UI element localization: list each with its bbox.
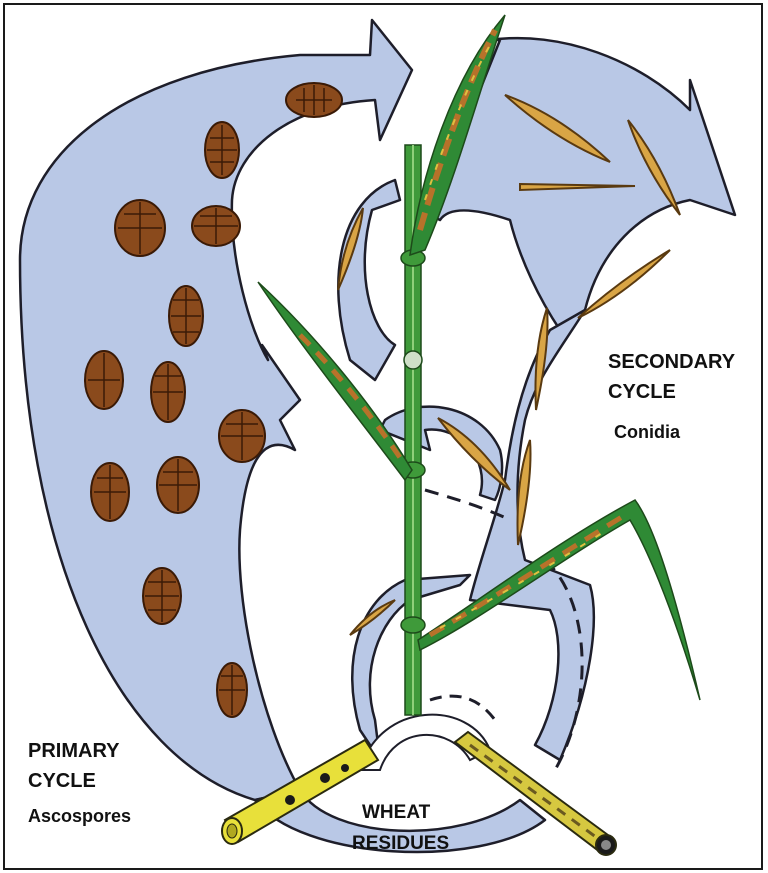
ascospore — [143, 568, 181, 624]
ascospore — [205, 122, 239, 178]
ascospore — [91, 463, 129, 521]
primary-cycle-subtitle: Ascospores — [28, 806, 131, 826]
conidium — [535, 308, 547, 410]
ascospore — [217, 663, 247, 717]
ascospore — [85, 351, 123, 409]
ascospore — [115, 200, 165, 256]
secondary-cycle-title-line2: CYCLE — [608, 381, 676, 403]
ascospore — [192, 206, 240, 246]
ascospore — [157, 457, 199, 513]
ascospore — [219, 410, 265, 462]
ascospore — [286, 83, 342, 117]
primary-cycle-title-line2: CYCLE — [28, 770, 96, 792]
primary-cycle-title-line1: PRIMARY — [28, 740, 120, 762]
secondary-cycle-title-line1: SECONDARY — [608, 351, 736, 373]
ascospore — [151, 362, 185, 422]
secondary-cycle-subtitle: Conidia — [614, 422, 681, 442]
inner-loop-upper — [338, 180, 400, 380]
wheat-residues-label-line2: RESIDUES — [352, 833, 449, 854]
wheat-residues-label-line1: WHEAT — [362, 802, 431, 823]
ascospore — [169, 286, 203, 346]
